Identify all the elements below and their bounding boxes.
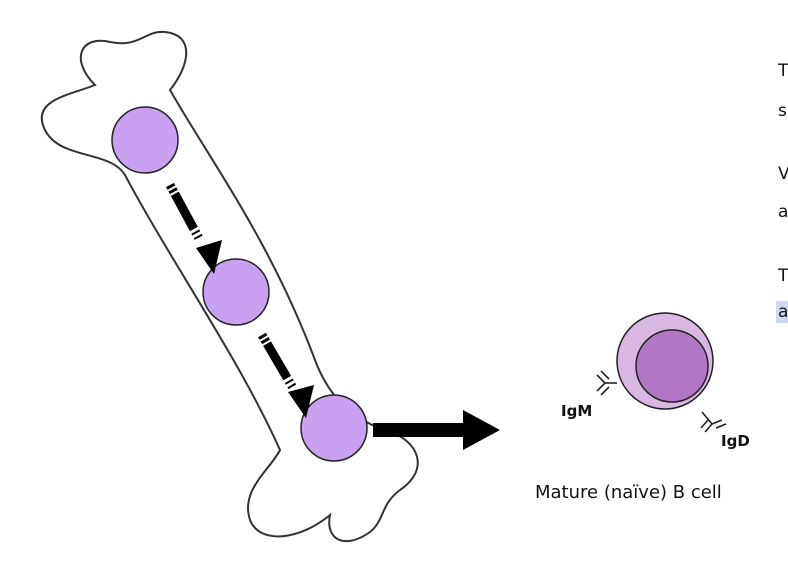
- arrow-exit: [373, 410, 500, 450]
- cut-text-line-3: V: [778, 164, 788, 184]
- mature-b-cell: [616, 312, 714, 410]
- progenitor-cell-1: [111, 106, 179, 174]
- cut-text-line-6: a: [776, 301, 788, 323]
- arrow-step-2: [258, 332, 314, 418]
- igd-label: IgD: [721, 432, 750, 450]
- igm-receptor-icon: [596, 370, 617, 396]
- cut-text-line-2: s: [778, 101, 787, 121]
- cut-text-line-5: T: [778, 266, 788, 286]
- cut-text-line-1: T: [778, 61, 788, 81]
- igm-label: IgM: [561, 402, 592, 420]
- progenitor-cell-2: [202, 258, 270, 326]
- bone-outline: [40, 30, 419, 543]
- arrow-step-1: [166, 182, 222, 274]
- mature-cell-caption: Mature (naïve) B cell: [535, 482, 722, 503]
- progenitor-cell-3: [300, 394, 368, 462]
- igd-receptor-icon: [700, 411, 727, 433]
- cut-text-line-4: a: [778, 202, 788, 222]
